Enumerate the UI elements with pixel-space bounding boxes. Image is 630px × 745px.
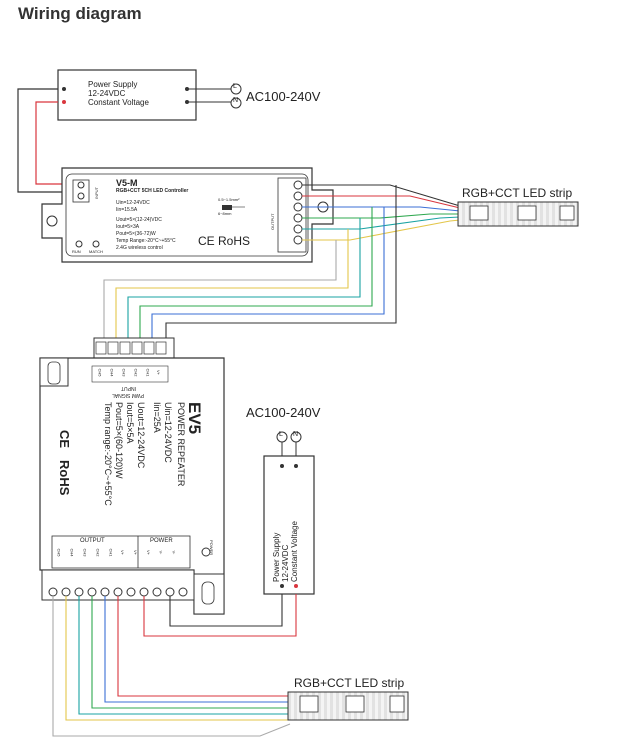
- led-strip-bottom: [287, 691, 409, 721]
- terminal-l-top: L: [233, 83, 237, 90]
- terminal-n-mid: N: [293, 431, 299, 438]
- psu-top-line3: Constant Voltage: [88, 98, 149, 107]
- repeater-pout: Pout=5×(60-120)W: [114, 402, 124, 479]
- repeater-input-pin: CH2: [133, 368, 139, 377]
- strip-bottom-label: RGB+CCT LED strip: [294, 676, 405, 690]
- psu-right-line3: Constant Voltage: [290, 521, 299, 582]
- controller-repeater-wires: [103, 185, 397, 340]
- repeater-uout: Uout=12-24VDC: [136, 402, 146, 469]
- repeater-input-pin: CH4: [109, 368, 115, 377]
- controller-wireless: 2.4G wireless control: [116, 245, 163, 251]
- controller-pout: Pout=5×(36-72)W: [116, 231, 156, 237]
- repeater-output-pin: CH5: [56, 548, 62, 557]
- ac-terminals-top: [187, 83, 242, 109]
- psu-top-line1: Power Supply: [88, 80, 138, 89]
- controller-iout: Iout=5×3A: [116, 224, 140, 230]
- controller-uout: Uout=5×(12-24)VDC: [116, 217, 162, 223]
- controller-temp: Temp Range:-20°C~+55°C: [116, 238, 176, 244]
- strip-top-label: RGB+CCT LED strip: [462, 186, 573, 200]
- repeater-input-pin: CH1: [145, 368, 151, 377]
- repeater-power-pin: V+: [133, 549, 139, 556]
- repeater-output-pin: CH3: [82, 548, 88, 557]
- repeater-ce: CE: [57, 430, 72, 449]
- repeater-output-pin: V+: [120, 549, 126, 556]
- repeater-power-pin: V+: [146, 549, 152, 556]
- controller-wire-spec1: 0.5~1.5mm²: [218, 197, 240, 202]
- ac-label-top: AC100-240V: [246, 89, 321, 104]
- repeater-power-pin: V-: [158, 550, 164, 555]
- psu-top-line2: 12-24VDC: [88, 89, 126, 98]
- controller-subtitle: RGB+CCT 5CH LED Controller: [116, 188, 189, 194]
- controller-v5m: [41, 167, 334, 263]
- repeater-output-pin: CH4: [69, 548, 75, 557]
- repeater-rohs: RoHS: [57, 460, 72, 496]
- repeater-model: EV5: [185, 402, 204, 435]
- repeater-output-label: OUTPUT: [80, 538, 105, 544]
- controller-input-label: INPUT: [94, 187, 99, 199]
- repeater-iin: Iin=25A: [152, 402, 162, 433]
- repeater-power-led-label: POWER: [209, 540, 214, 556]
- controller-wire-spec2: 6~8mm: [218, 211, 232, 216]
- repeater-temp: Temp range:-20°C~+55°C: [103, 402, 113, 506]
- repeater-ev5: [39, 337, 225, 615]
- controller-uin: Uin=12-24VDC: [116, 200, 150, 206]
- terminal-l-mid: L: [279, 431, 283, 438]
- repeater-subtitle: POWER REPEATER: [176, 402, 186, 487]
- page-title: Wiring diagram: [18, 4, 142, 23]
- controller-match-label: MATCH: [89, 249, 103, 254]
- repeater-power-label: POWER: [150, 538, 173, 544]
- psu-right-line2: 12-24VDC: [281, 544, 290, 582]
- power-supply-right: [263, 431, 315, 595]
- repeater-input-pin: CH5: [97, 368, 103, 377]
- repeater-input-label: INPUT: [121, 385, 136, 391]
- controller-model: V5-M: [116, 178, 138, 188]
- led-strip-top: [457, 201, 579, 227]
- repeater-input-pin: CH3: [121, 368, 127, 377]
- repeater-output-pin: CH2: [95, 548, 101, 557]
- psu-repeater-wires: [143, 594, 297, 637]
- terminal-n-top: N: [233, 97, 239, 104]
- controller-run-label: RUN: [72, 249, 81, 254]
- power-supply-top: [57, 69, 197, 121]
- ac-label-mid: AC100-240V: [246, 405, 321, 420]
- controller-ce-rohs: CE RoHS: [198, 234, 251, 248]
- controller-strip-wires: [302, 184, 461, 241]
- psu-right-line1: Power Supply: [272, 532, 281, 582]
- controller-iin: Iin=15.5A: [116, 207, 138, 213]
- repeater-iout: Iout=5×5A: [125, 402, 135, 444]
- repeater-pwm-label: PWM SIGNAL: [112, 392, 144, 398]
- repeater-power-pin: V-: [171, 550, 177, 555]
- repeater-output-pin: CH1: [108, 548, 114, 557]
- repeater-input-pin: V+: [156, 369, 162, 376]
- controller-output-label: OUTPUT: [270, 213, 275, 230]
- repeater-strip-wires: [52, 596, 291, 737]
- repeater-uin: Uin=12-24VDC: [163, 402, 173, 463]
